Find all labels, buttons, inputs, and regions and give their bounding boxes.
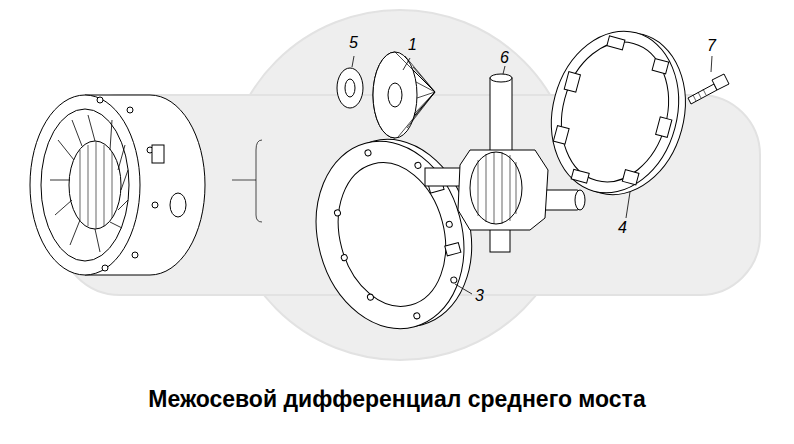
bracket (256, 140, 262, 222)
diagram-title: Межосевой дифференциал среднего моста (0, 387, 794, 412)
leader-lines (352, 56, 712, 294)
bolt-7 (688, 74, 729, 104)
washer-5 (337, 68, 363, 108)
diff-housing-half-4 (534, 17, 703, 209)
diff-housing-left (30, 95, 205, 275)
callout-number: 4 (618, 220, 627, 236)
ring-part-3 (296, 123, 492, 346)
callout-number: 5 (349, 35, 358, 51)
bevel-gear-1 (373, 52, 435, 138)
callout-number: 1 (408, 37, 417, 53)
callout-number: 6 (500, 50, 509, 66)
callout-number: 3 (475, 288, 484, 304)
watermark-logo (60, 10, 760, 360)
arrow-line (232, 180, 256, 181)
callout-number: 7 (707, 38, 716, 54)
